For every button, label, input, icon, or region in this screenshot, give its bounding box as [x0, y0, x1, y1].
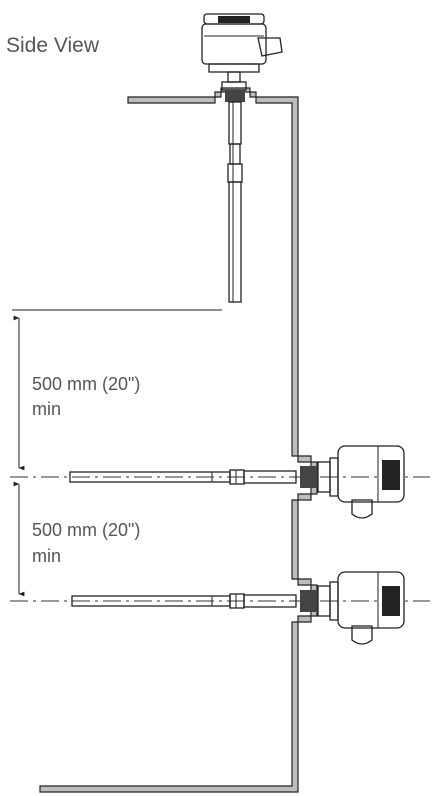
view-title: Side View [6, 34, 100, 57]
dimension-lower-qualifier: min [32, 546, 61, 566]
dimension-lower: 500 mm (20") min [13, 481, 140, 597]
dimension-upper: 500 mm (20") min [13, 315, 140, 471]
vessel-wall [39, 87, 318, 793]
side-mounted-switch-lower [71, 571, 405, 645]
side-mounted-switch-upper [69, 445, 405, 519]
dimension-lower-value: 500 mm (20") [32, 520, 140, 540]
dimension-upper-value: 500 mm (20") [32, 374, 140, 394]
top-mounted-switch [201, 13, 283, 303]
dimension-upper-qualifier: min [32, 399, 61, 419]
